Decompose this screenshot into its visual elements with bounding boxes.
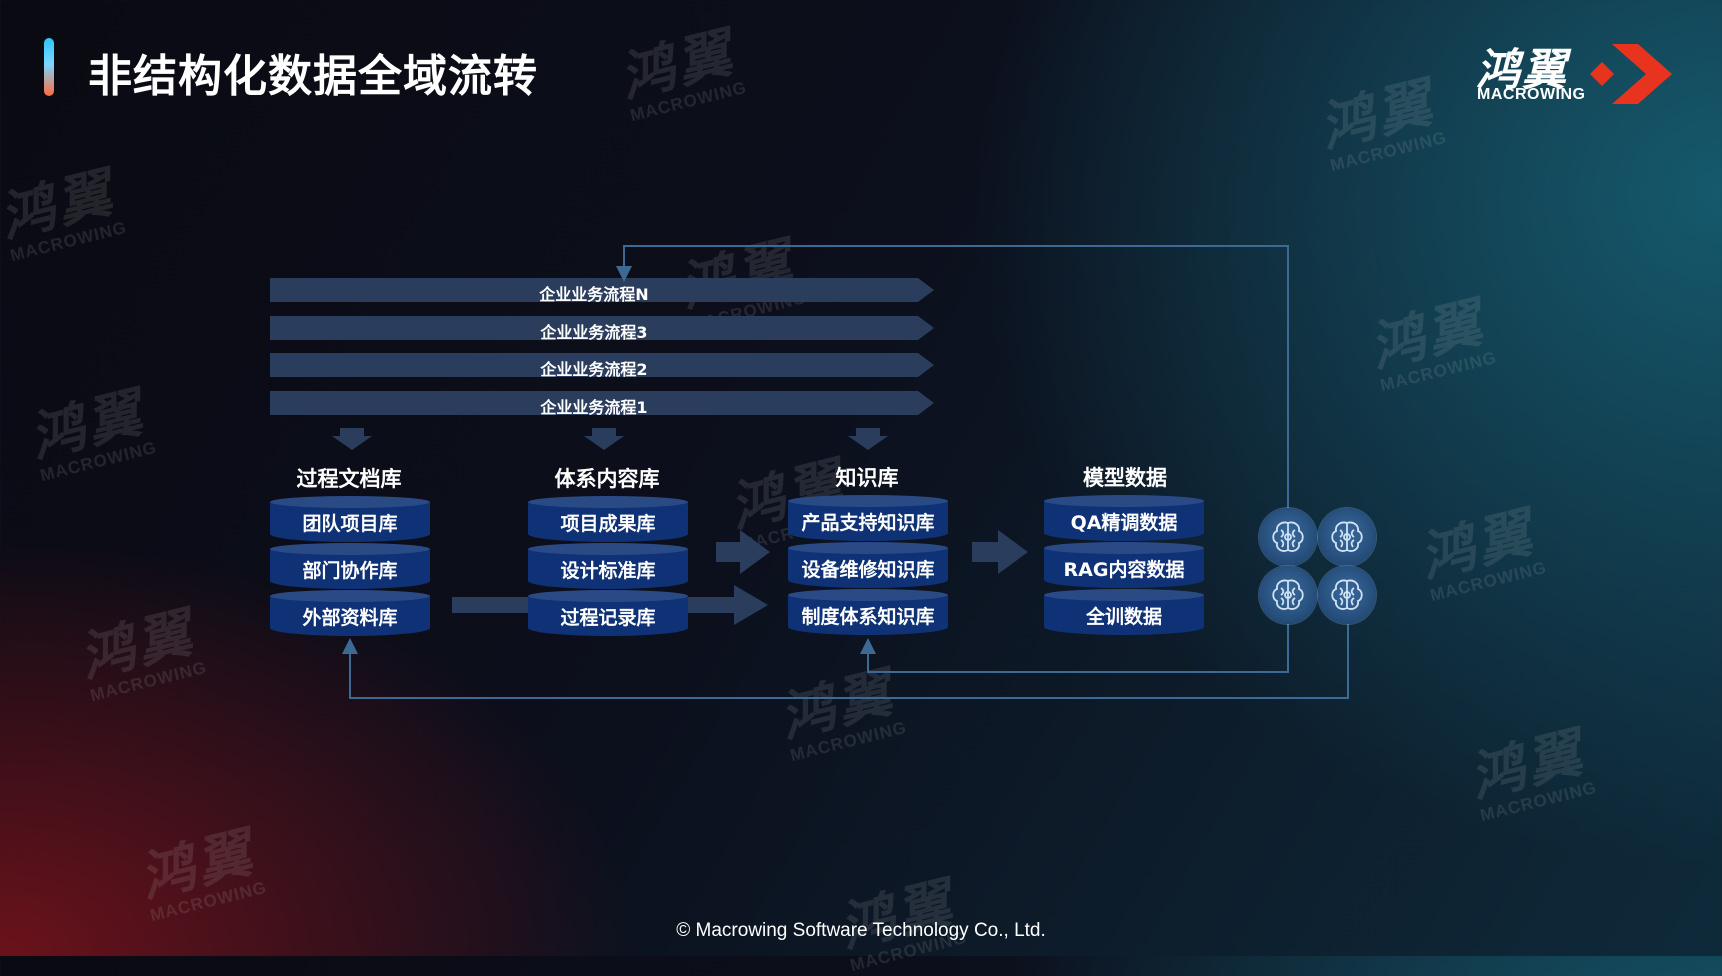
down-arrow-icon xyxy=(332,428,372,450)
down-arrow-icon xyxy=(848,428,888,450)
database-item: RAG内容数据 xyxy=(1044,542,1204,590)
process-band xyxy=(270,316,934,340)
brain-icon xyxy=(1318,508,1376,566)
brain-icon xyxy=(1259,508,1317,566)
footer-copyright: © Macrowing Software Technology Co., Ltd… xyxy=(676,920,1046,941)
group-title-knowledge-base: 知识库 xyxy=(835,466,899,490)
title-accent-bar xyxy=(44,38,54,96)
logo-text-cn: 鸿翼 xyxy=(1476,45,1568,96)
group-title-model-data: 模型数据 xyxy=(1083,466,1167,490)
database-item: 团队项目库 xyxy=(270,496,430,544)
feedback-line xyxy=(342,624,1349,699)
feedback-line xyxy=(616,245,1289,596)
database-item: 制度体系知识库 xyxy=(788,589,948,637)
brain-icon xyxy=(1259,566,1317,624)
down-arrow-icon xyxy=(584,428,624,450)
database-item: 设备维修知识库 xyxy=(788,542,948,590)
database-item: 全训数据 xyxy=(1044,589,1204,637)
process-label: 企业业务流程N xyxy=(539,285,649,304)
database-item: 外部资料库 xyxy=(270,590,430,638)
database-item: 部门协作库 xyxy=(270,543,430,591)
process-label: 企业业务流程3 xyxy=(540,323,648,342)
feedback-line xyxy=(860,596,1289,673)
brand-logo: 鸿翼 MACROWING xyxy=(1476,34,1676,108)
database-item: 过程记录库 xyxy=(528,590,688,638)
database-item: 项目成果库 xyxy=(528,496,688,544)
process-label: 企业业务流程1 xyxy=(540,398,648,417)
database-item: 设计标准库 xyxy=(528,543,688,591)
database-item: QA精调数据 xyxy=(1044,495,1204,543)
right-arrow-icon xyxy=(972,530,1028,574)
process-band xyxy=(270,391,934,415)
flow-diagram xyxy=(270,245,1349,699)
right-arrow-icon xyxy=(716,530,770,574)
brain-icon xyxy=(1318,566,1376,624)
group-title-system-content: 体系内容库 xyxy=(554,467,660,491)
group-title-process-docs: 过程文档库 xyxy=(296,467,402,491)
process-label: 企业业务流程2 xyxy=(540,360,648,379)
process-band xyxy=(270,278,934,302)
page-title: 非结构化数据全域流转 xyxy=(88,51,538,102)
database-item: 产品支持知识库 xyxy=(788,495,948,543)
process-band xyxy=(270,353,934,377)
logo-text-en: MACROWING xyxy=(1477,86,1586,103)
logo-chevron-icon xyxy=(1590,44,1672,104)
